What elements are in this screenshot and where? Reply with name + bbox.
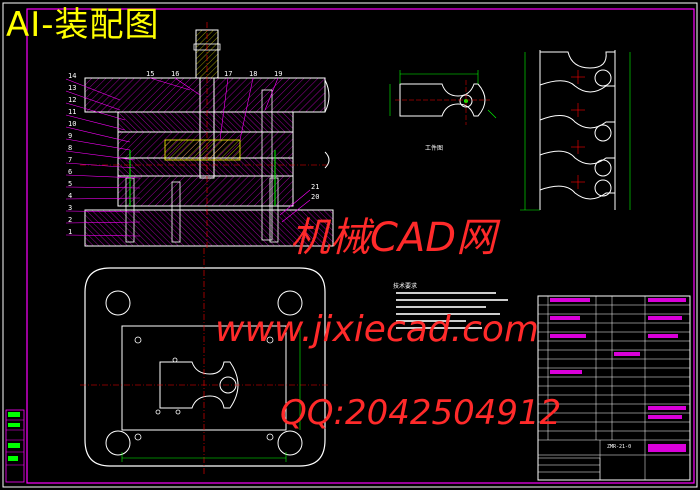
workpiece-label: 工件图: [425, 144, 443, 152]
notes-heading: 技术要求: [393, 282, 417, 290]
lower-die-plan-view: [80, 248, 330, 475]
technical-notes: 技术要求: [393, 282, 508, 329]
workpiece-drawing: 工件图: [389, 70, 497, 152]
drawing-border: [26, 8, 695, 484]
part-number: 21: [311, 183, 319, 191]
part-number: 14: [68, 72, 76, 80]
title-block: ZMR-21-0: [537, 295, 691, 481]
part-number: 3: [68, 204, 72, 212]
watermark-url: www.jixiecad.com: [215, 309, 539, 350]
part-number: 13: [68, 84, 76, 92]
part-number: 18: [249, 70, 257, 78]
assembly-section-view: [80, 22, 334, 250]
watermark-site-name: 机械CAD网: [290, 215, 497, 261]
part-number: 11: [68, 108, 76, 116]
drawing-code: ZMR-21-0: [607, 444, 631, 450]
part-number: 20: [311, 193, 319, 201]
part-number: 16: [171, 70, 179, 78]
part-number: 10: [68, 120, 76, 128]
part-number: 15: [146, 70, 154, 78]
part-number: 9: [68, 132, 72, 140]
part-number: 19: [274, 70, 282, 78]
part-number: 2: [68, 216, 72, 224]
part-number: 1: [68, 228, 72, 236]
part-number: 5: [68, 180, 72, 188]
part-number: 8: [68, 144, 72, 152]
part-number: 4: [68, 192, 72, 200]
revision-strip: [537, 457, 601, 481]
part-number: 12: [68, 96, 76, 104]
part-number: 6: [68, 168, 72, 176]
sheet-title: AI-装配图: [6, 5, 160, 45]
binding-strip: [5, 409, 25, 483]
part-number-leaders: 14 13 12 11 10 9 8 7 6 5 4 3 2 1 15 16 1…: [65, 70, 319, 237]
watermark-contact: QQ:2042504912: [280, 393, 562, 433]
strip-layout: [520, 50, 631, 211]
part-number: 17: [224, 70, 232, 78]
part-number: 7: [68, 156, 72, 164]
